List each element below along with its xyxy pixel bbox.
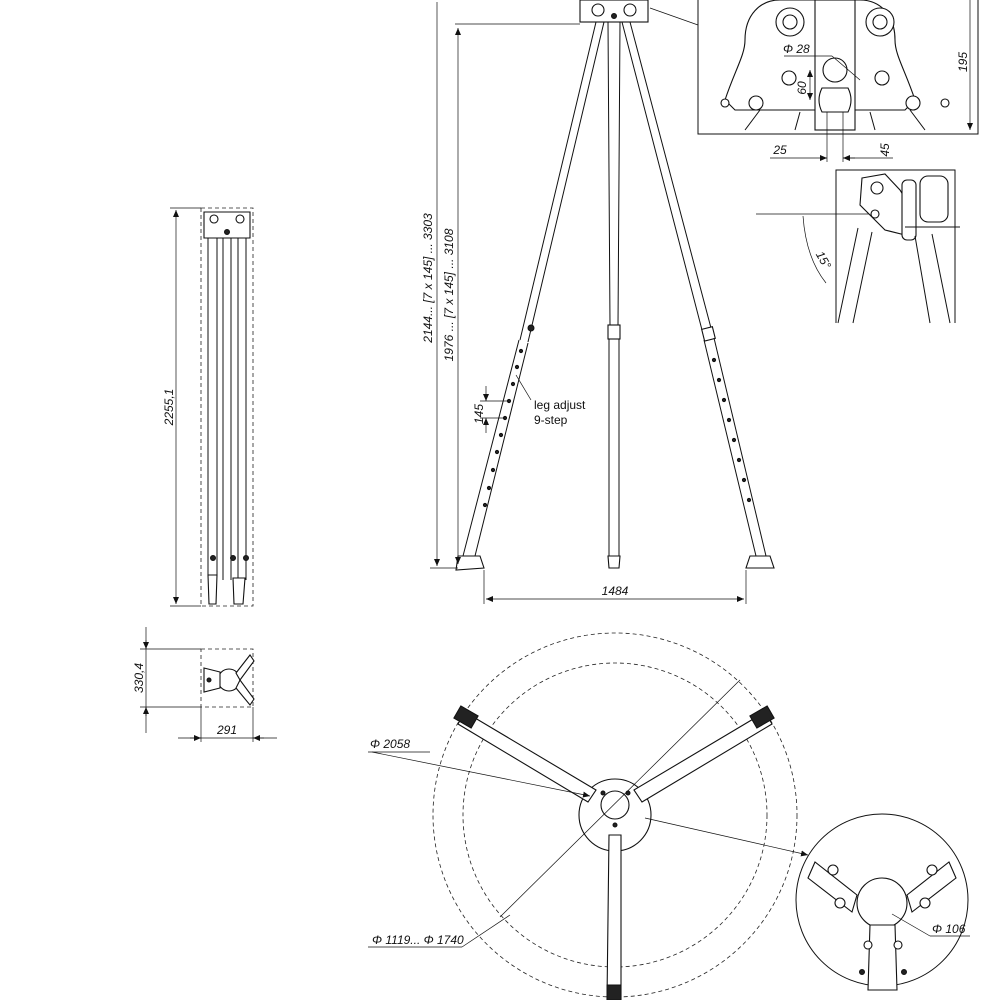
folded-foot-left: [207, 574, 218, 605]
detail-45-label: 45: [878, 143, 892, 157]
outer-circle-label: Φ 2058: [370, 737, 410, 751]
leg-adjust-note: leg adjust: [534, 398, 586, 412]
step-label: 145: [472, 404, 486, 424]
angled-leg: [837, 227, 873, 324]
folded-foot-right: [232, 577, 246, 605]
outer-circle: [432, 632, 798, 998]
centre-leg-lower: [608, 339, 620, 556]
hub-zoom-detail: Φ 106: [795, 813, 970, 991]
deployed-top-view: Φ 2058 Φ 1119... Φ 1740: [368, 632, 809, 1000]
deployed-tripod-view: 2144... [7 x 145] ... 3303 1976 ... [7 x…: [421, 0, 775, 604]
right-foot: [745, 555, 775, 569]
left-foot: [455, 555, 485, 571]
detail-60-label: 60: [795, 81, 809, 95]
detail-height-label: 195: [956, 52, 970, 72]
hub-zoom-centre: [856, 877, 908, 929]
right-leg-lower: [703, 337, 767, 557]
folded-top-view: 330,4 291: [132, 627, 277, 742]
detail-25-label: 25: [772, 143, 787, 157]
left-leg-upper: [519, 21, 605, 343]
hub-diameter-label: Φ 106: [932, 922, 966, 936]
leg-adjust-steps-note: 9-step: [534, 413, 568, 427]
right-leg-upper: [621, 21, 712, 331]
head-detail-view: 195 Φ 28 60 25 45: [649, 0, 979, 162]
footprint-range-label: Φ 1119... Φ 1740: [372, 933, 464, 947]
folded-envelope: [200, 207, 254, 607]
head-detail-frame: [697, 0, 979, 135]
overall-height-label: 2144... [7 x 145] ... 3303: [421, 213, 435, 344]
left-leg-holes: [482, 348, 524, 508]
detail-pin: [822, 57, 848, 83]
top-leg-right: [633, 711, 773, 803]
right-leg-holes: [711, 357, 752, 503]
base-span-label: 1484: [602, 584, 629, 598]
centre-leg-upper: [607, 21, 621, 326]
top-leg-bottom: [606, 834, 622, 1000]
folded-depth-label: 330,4: [132, 663, 146, 693]
folded-height-label: 2255,1: [162, 389, 176, 427]
folded-tripod-view: 2255,1: [162, 207, 254, 607]
leg-height-label: 1976 ... [7 x 145] ... 3108: [442, 228, 456, 361]
top-leg-left: [457, 711, 597, 803]
folded-width-label: 291: [216, 723, 237, 737]
folded-top-envelope: [200, 648, 254, 708]
pin-diameter-label: Φ 28: [783, 42, 810, 56]
left-leg-lower: [462, 339, 529, 561]
angle-detail-frame: [835, 169, 956, 323]
top-hub: [600, 790, 630, 820]
leg-angle-detail: 15°: [756, 169, 960, 324]
